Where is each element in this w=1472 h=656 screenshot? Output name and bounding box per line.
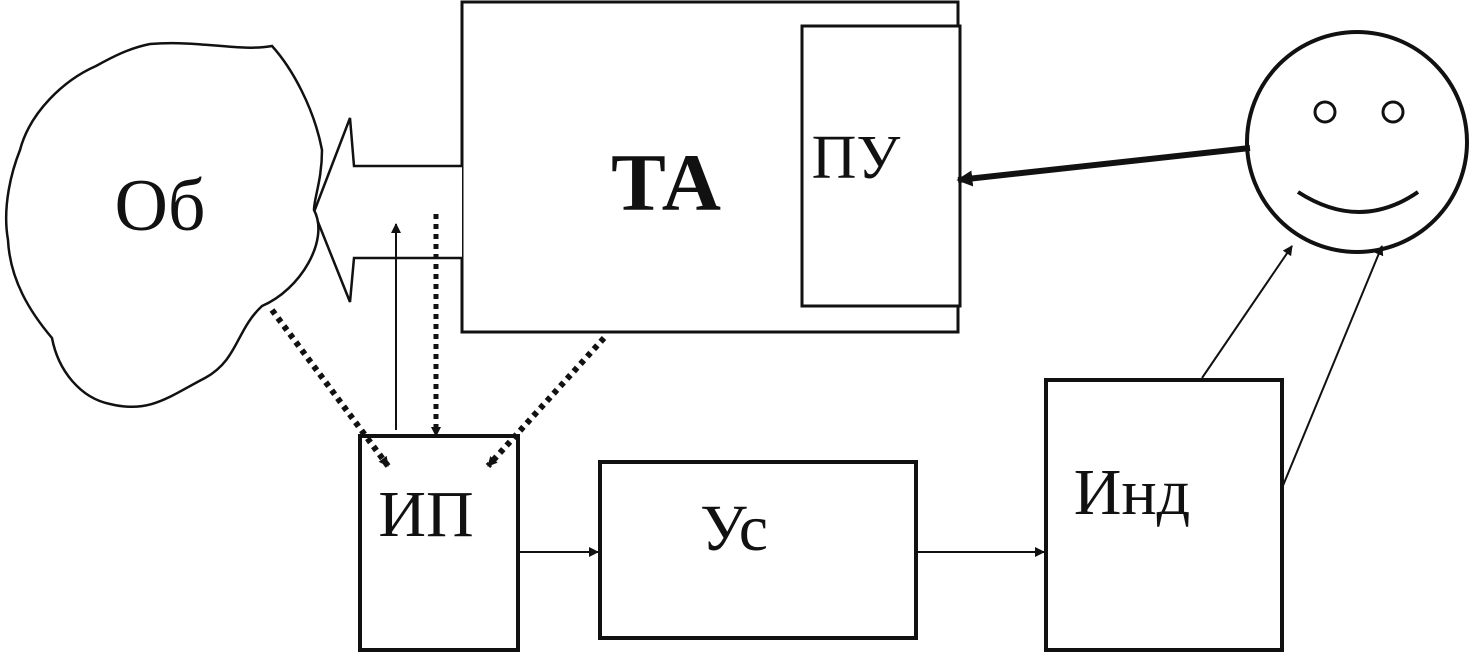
measuring-converter-label: ИП bbox=[378, 478, 473, 551]
operator-eye-left bbox=[1313, 100, 1337, 124]
edge-indicator-to-operator-2 bbox=[1281, 245, 1384, 489]
operator-face-icon bbox=[1245, 30, 1469, 254]
object-blob bbox=[4, 41, 324, 409]
indicator-box bbox=[1044, 378, 1284, 652]
edge-object-to-converter bbox=[269, 308, 391, 468]
operator-mouth bbox=[1296, 190, 1420, 214]
operator-eye-right bbox=[1381, 100, 1405, 124]
edge-operator-to-control bbox=[956, 145, 1251, 187]
measuring-converter-box bbox=[358, 434, 520, 652]
effector-arrow bbox=[312, 117, 462, 303]
edge-apparatus-to-converter-diagonal bbox=[485, 335, 607, 469]
technical-apparatus-label: ТА bbox=[611, 137, 721, 228]
control-device-label: ПУ bbox=[812, 124, 901, 192]
edge-indicator-to-operator-1 bbox=[1201, 245, 1293, 379]
indicator-label: Инд bbox=[1074, 456, 1191, 529]
object-label: Об bbox=[114, 165, 205, 247]
control-device-box bbox=[800, 24, 962, 308]
amplifier-box bbox=[598, 460, 918, 640]
operator-head bbox=[1245, 30, 1469, 254]
amplifier-label: Ус bbox=[700, 492, 768, 565]
